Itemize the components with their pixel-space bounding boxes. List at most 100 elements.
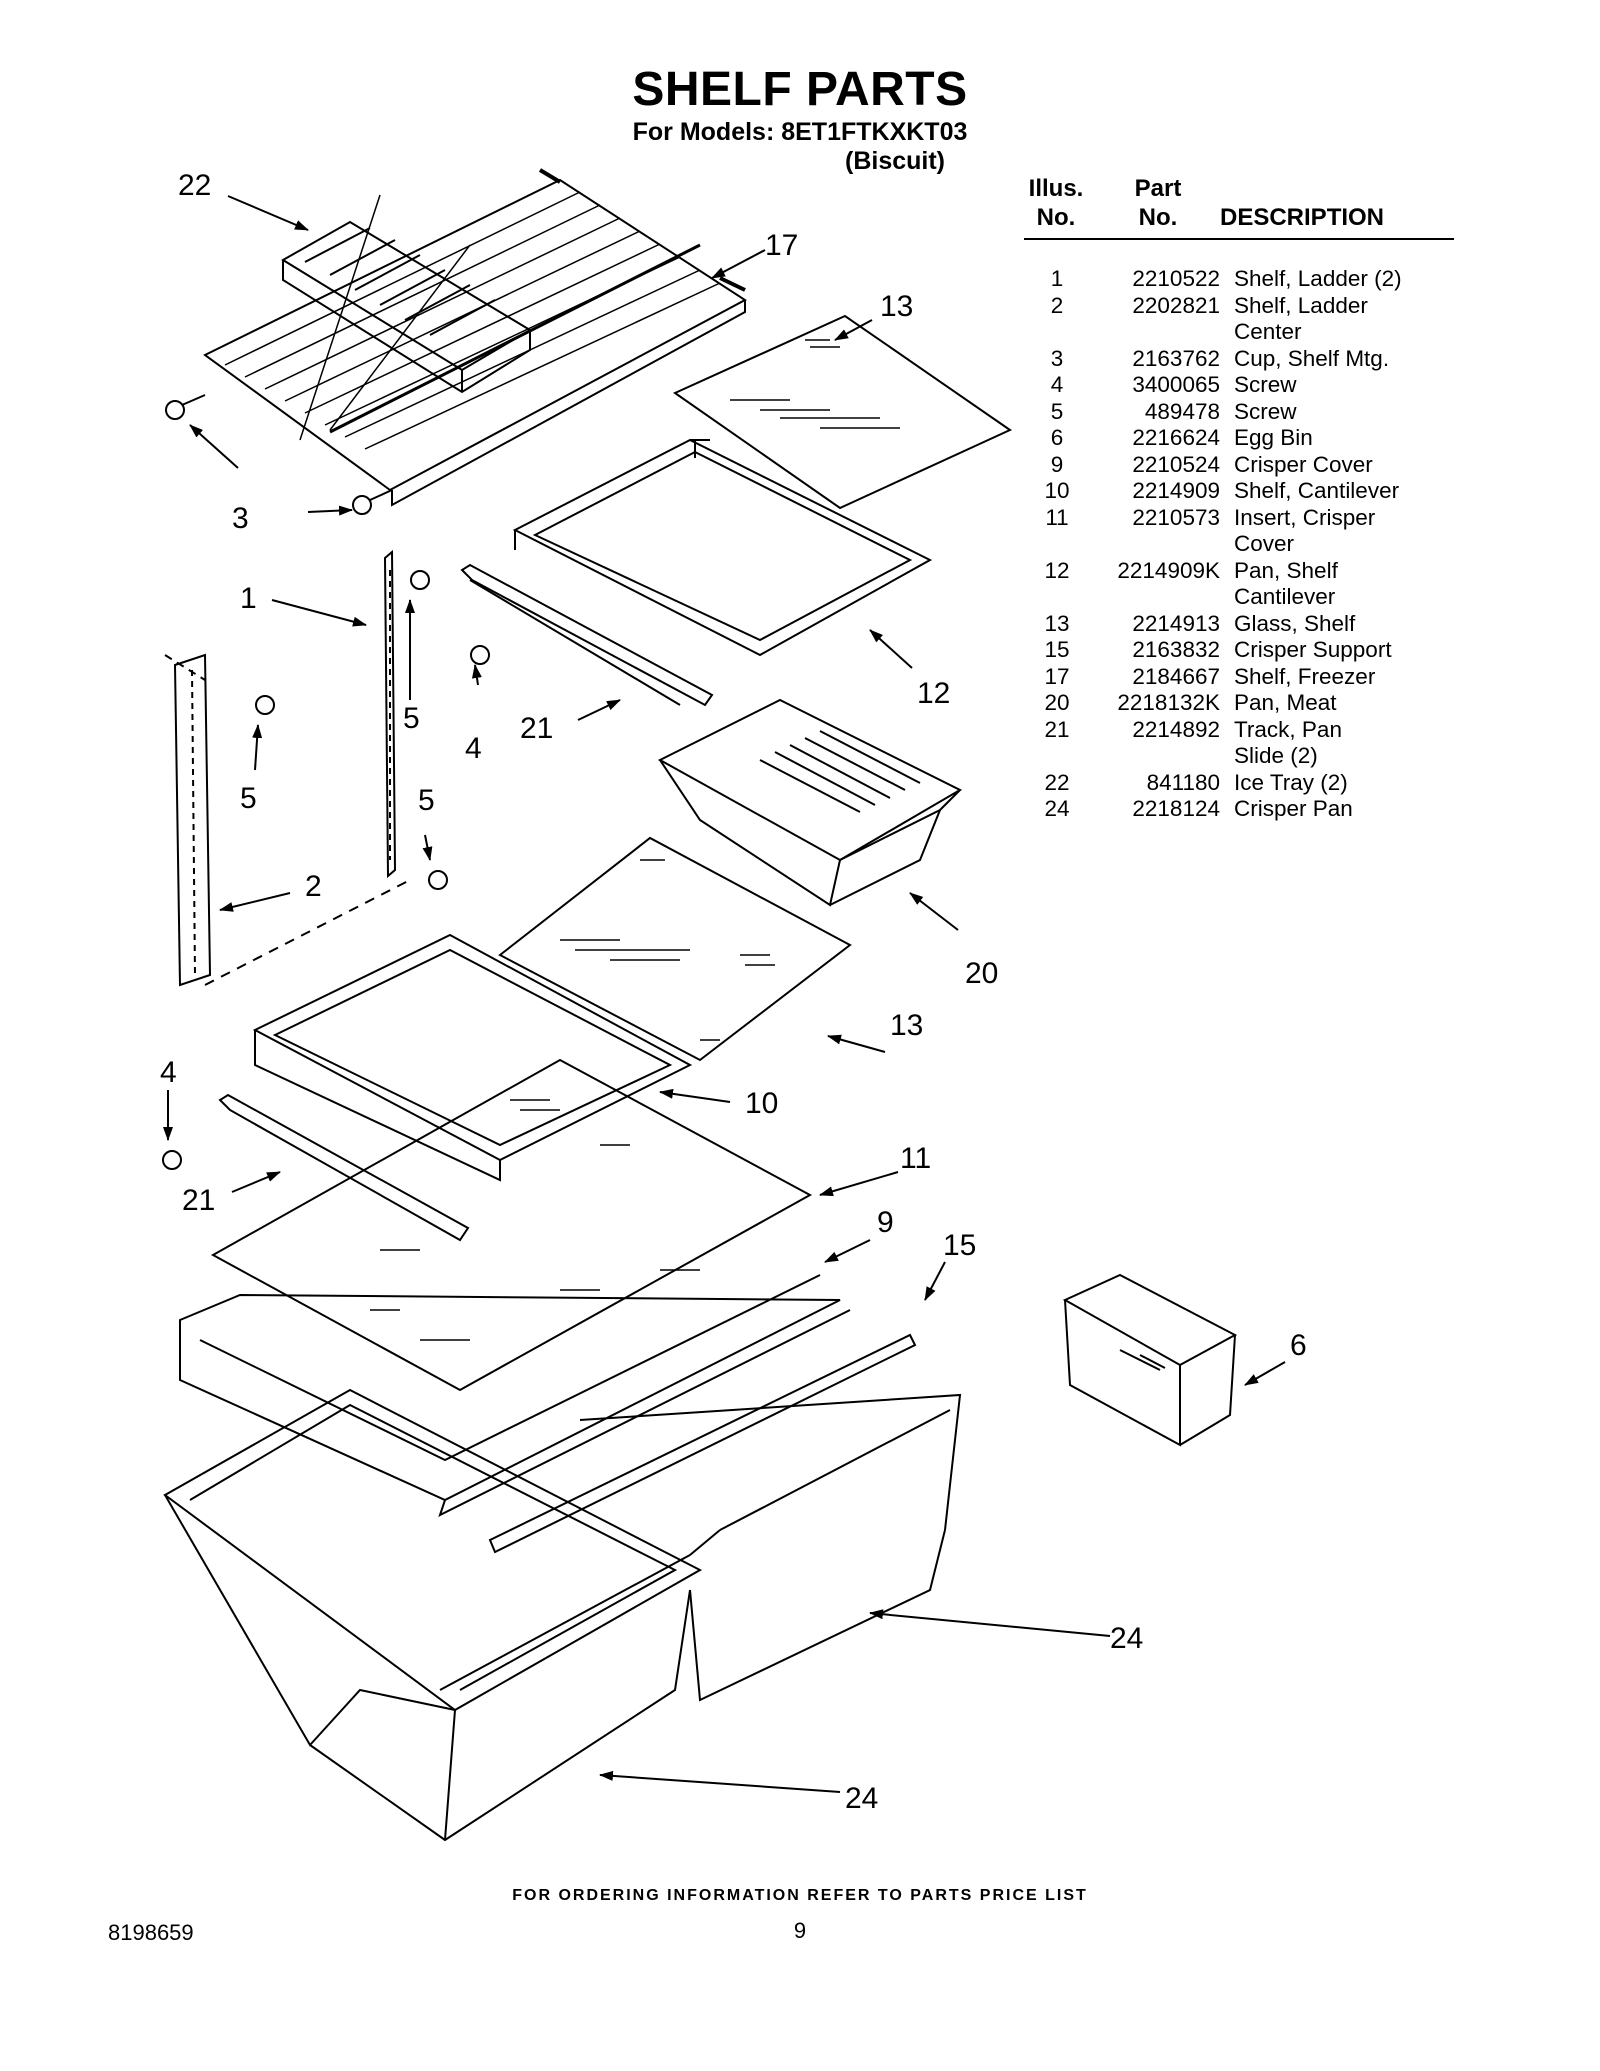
callout-1: 1	[240, 582, 257, 615]
description-line: Pan, Shelf	[1234, 557, 1338, 583]
crisper-cover-drawing	[179, 1293, 841, 1502]
callout-21-upper: 21	[520, 712, 553, 745]
illus-number: 3	[1050, 345, 1064, 371]
part-description: Shelf, Freezer	[1234, 664, 1434, 691]
part-description: Shelf, Ladder (2)	[1234, 266, 1434, 293]
crisper-pans-drawing	[163, 1388, 962, 1842]
illus-number: 15	[1044, 637, 1070, 662]
parts-list-header: Illus. No. Part No. DESCRIPTION	[1024, 172, 1454, 240]
table-row: 17 2184667 Shelf, Freezer	[1024, 664, 1434, 691]
cantilever-shelf-drawing	[252, 933, 693, 1162]
illus-number: 1	[1050, 266, 1064, 291]
description-line: Crisper Support	[1234, 637, 1392, 662]
callout-labels: 22 17 13 3 1 5 4 21 12 5 5 2 20 13 4 10 …	[160, 169, 1307, 1815]
illus-number: 20	[1044, 690, 1070, 715]
part-number: 2202821	[1132, 292, 1220, 318]
part-number: 2210522	[1132, 266, 1220, 291]
illus-number: 17	[1044, 663, 1070, 689]
table-row: 13 2214913 Glass, Shelf	[1024, 611, 1434, 638]
part-number: 2163832	[1132, 637, 1220, 662]
part-number: 2214909K	[1117, 557, 1220, 583]
illus-number: 6	[1050, 425, 1064, 450]
callout-21-lower: 21	[182, 1184, 215, 1217]
ice-tray-drawing	[281, 220, 532, 394]
small-hardware-drawing	[162, 394, 490, 1170]
callout-3: 3	[232, 502, 249, 535]
illus-number: 24	[1044, 796, 1070, 821]
description-line: Shelf, Freezer	[1234, 663, 1376, 689]
illus-number: 11	[1045, 504, 1069, 530]
description-header: DESCRIPTION	[1220, 204, 1385, 231]
part-number: 841180	[1146, 769, 1220, 795]
part-number: 3400065	[1132, 372, 1220, 397]
description-line: Slide (2)	[1234, 743, 1318, 768]
part-description: Glass, Shelf	[1234, 611, 1434, 638]
part-number: 489478	[1144, 398, 1220, 424]
part-number: 2210573	[1132, 504, 1220, 530]
callout-15: 15	[943, 1229, 976, 1262]
callout-20: 20	[965, 957, 998, 990]
callout-5-left: 5	[240, 782, 257, 815]
callout-9: 9	[877, 1206, 894, 1239]
callout-24-left: 24	[845, 1782, 878, 1815]
description-line: Egg Bin	[1234, 425, 1313, 450]
illus-number: 13	[1044, 610, 1070, 636]
egg-bin-drawing	[1062, 1273, 1238, 1447]
part-number: 2218132K	[1117, 690, 1220, 715]
callout-12: 12	[917, 677, 950, 710]
part-number: 2210524	[1132, 451, 1220, 477]
part-description: Screw	[1234, 399, 1434, 426]
crisper-support-drawing	[488, 1333, 917, 1554]
meat-pan-drawing	[657, 698, 963, 907]
illus-no-header: Illus. No.	[1028, 175, 1084, 231]
illus-number: 2	[1050, 292, 1064, 318]
callout-24-right: 24	[1110, 1622, 1143, 1655]
part-number: 2214909	[1132, 478, 1220, 503]
part-description: Cup, Shelf Mtg.	[1234, 346, 1434, 373]
page-number: 9	[793, 1918, 807, 1943]
description-line: Pan, Meat	[1234, 690, 1337, 715]
part-description: Shelf, Cantilever	[1234, 478, 1434, 505]
model-subtitle: For Models: 8ET1FTKXKT03 (Biscuit)	[0, 118, 1600, 176]
slide-track-upper-drawing	[460, 563, 714, 707]
callout-13-upper: 13	[880, 290, 913, 323]
part-number: 2214913	[1132, 610, 1220, 636]
table-row: 15 2163832 Crisper Support	[1024, 637, 1434, 664]
part-number: 2218124	[1132, 796, 1220, 821]
ladder-shelf-drawing	[164, 549, 411, 987]
page-title: SHELF PARTS	[632, 63, 968, 116]
description-line: Track, Pan	[1234, 716, 1342, 742]
parts-list: Illus. No. Part No. DESCRIPTION 1 2210522…	[1024, 172, 1454, 823]
description-line: Screw	[1234, 372, 1297, 397]
color-line: (Biscuit)	[845, 147, 945, 175]
illus-number: 9	[1050, 451, 1064, 477]
glass-shelf-upper-drawing	[672, 314, 1013, 510]
ordering-note: FOR ORDERING INFORMATION REFER TO PARTS …	[512, 1887, 1088, 1904]
callout-5-upper: 5	[403, 702, 420, 735]
callout-10: 10	[745, 1087, 778, 1120]
part-number: 2184667	[1132, 663, 1220, 689]
part-description: Crisper Support	[1234, 637, 1434, 664]
glass-shelf-lower-drawing	[498, 836, 852, 1062]
callout-5-lower: 5	[418, 784, 435, 817]
description-line: Shelf, Cantilever	[1234, 478, 1400, 503]
description-line: Ice Tray (2)	[1234, 769, 1348, 795]
leader-lines	[163, 195, 1286, 1793]
part-description: Ice Tray (2)	[1234, 770, 1434, 797]
part-description: Pan, Meat	[1234, 690, 1434, 717]
part-description: Egg Bin	[1234, 425, 1434, 452]
